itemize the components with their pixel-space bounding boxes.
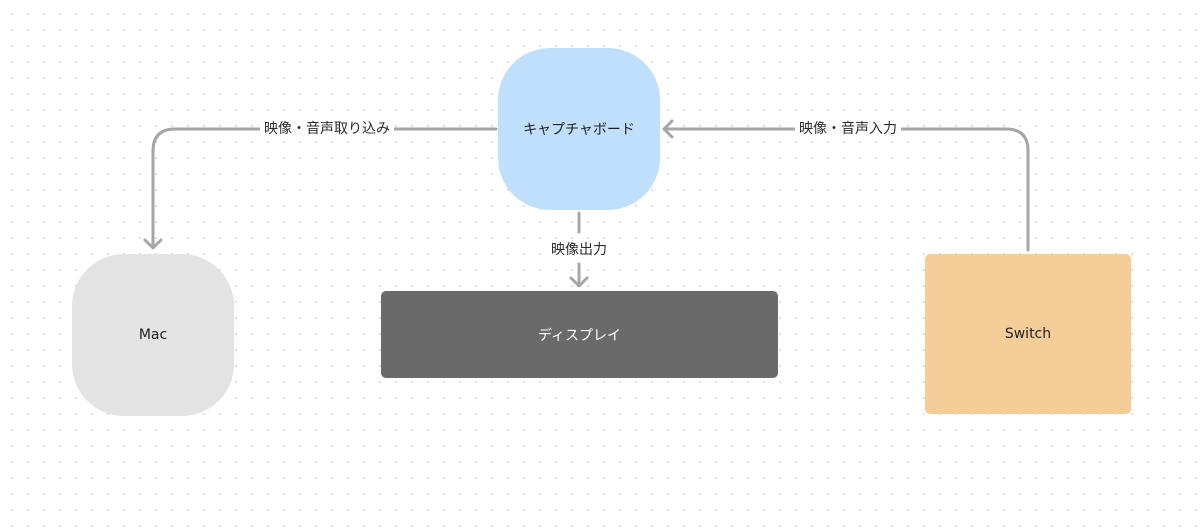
edge-label-switch-to-capture: 映像・音声入力: [795, 120, 901, 138]
arrowhead-to-display: [569, 276, 589, 288]
connector-capture-to-mac: [151, 127, 498, 249]
arrowhead-to-capture: [662, 119, 674, 139]
arrowhead-to-mac: [143, 238, 163, 250]
node-switch-label: Switch: [1004, 326, 1052, 342]
edge-label-capture-to-display: 映像出力: [547, 241, 611, 259]
edge-label-capture-to-mac: 映像・音声取り込み: [260, 120, 394, 138]
node-display[interactable]: ディスプレイ: [381, 291, 778, 378]
node-mac[interactable]: Mac: [72, 254, 234, 416]
node-display-label: ディスプレイ: [537, 327, 622, 344]
node-switch[interactable]: Switch: [925, 254, 1131, 414]
connector-switch-to-capture: [662, 127, 1030, 252]
node-capture-board-label: キャプチャボード: [523, 122, 635, 138]
node-mac-label: Mac: [138, 327, 168, 343]
node-capture-board[interactable]: キャプチャボード: [498, 48, 660, 210]
